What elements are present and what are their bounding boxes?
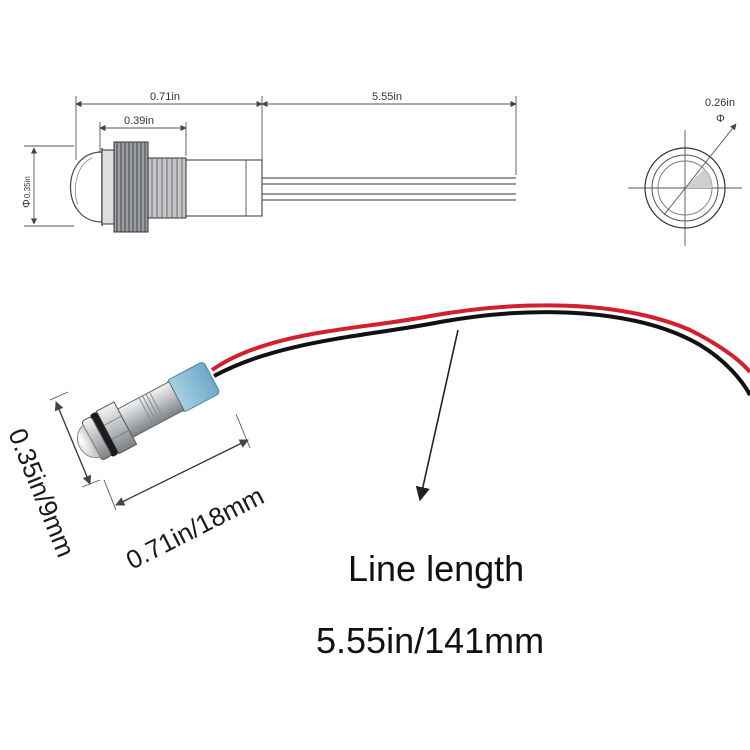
photo-diameter-dimension-line [54, 401, 92, 485]
rear-sleeve [185, 159, 263, 217]
end-diameter-leader [663, 123, 737, 216]
photo-length-dimension-line [115, 439, 249, 506]
line-length-value: 5.55in/141mm [316, 620, 544, 661]
knurled-nut [113, 141, 149, 233]
end-diameter-label: 0.26in [705, 97, 735, 109]
photo-diameter-label: 0.35in/9mm [2, 424, 81, 561]
led-dome-lens [70, 151, 103, 223]
end-view-outer-circle [644, 147, 726, 229]
end-phi-symbol: Φ [716, 113, 725, 125]
end-view-drawing: 0.26in Φ [628, 97, 742, 246]
photo-length-label: 0.71in/18mm [121, 480, 269, 575]
rubber-o-ring [90, 412, 118, 457]
product-illustration: 0.35in/9mm 0.71in/18mm [2, 303, 750, 575]
red-wire [210, 303, 750, 374]
line-length-caption: Line length [348, 548, 524, 589]
line-length-pointer-arrow [415, 329, 459, 502]
black-wire [213, 310, 750, 396]
end-view-section-hatch [685, 169, 712, 188]
drawing-wires [262, 177, 516, 201]
diameter-label: 0.35in [23, 176, 32, 198]
side-view-drawing: 0.71in 0.39in 5.55in Φ 0.35in [21, 91, 517, 233]
end-view-middle-circle [651, 154, 719, 222]
overall-length-label: 0.71in [150, 91, 180, 103]
wire-length-label: 5.55in [372, 91, 402, 103]
thread-length-label: 0.39in [124, 115, 154, 127]
diameter-phi-symbol: Φ [21, 199, 33, 208]
